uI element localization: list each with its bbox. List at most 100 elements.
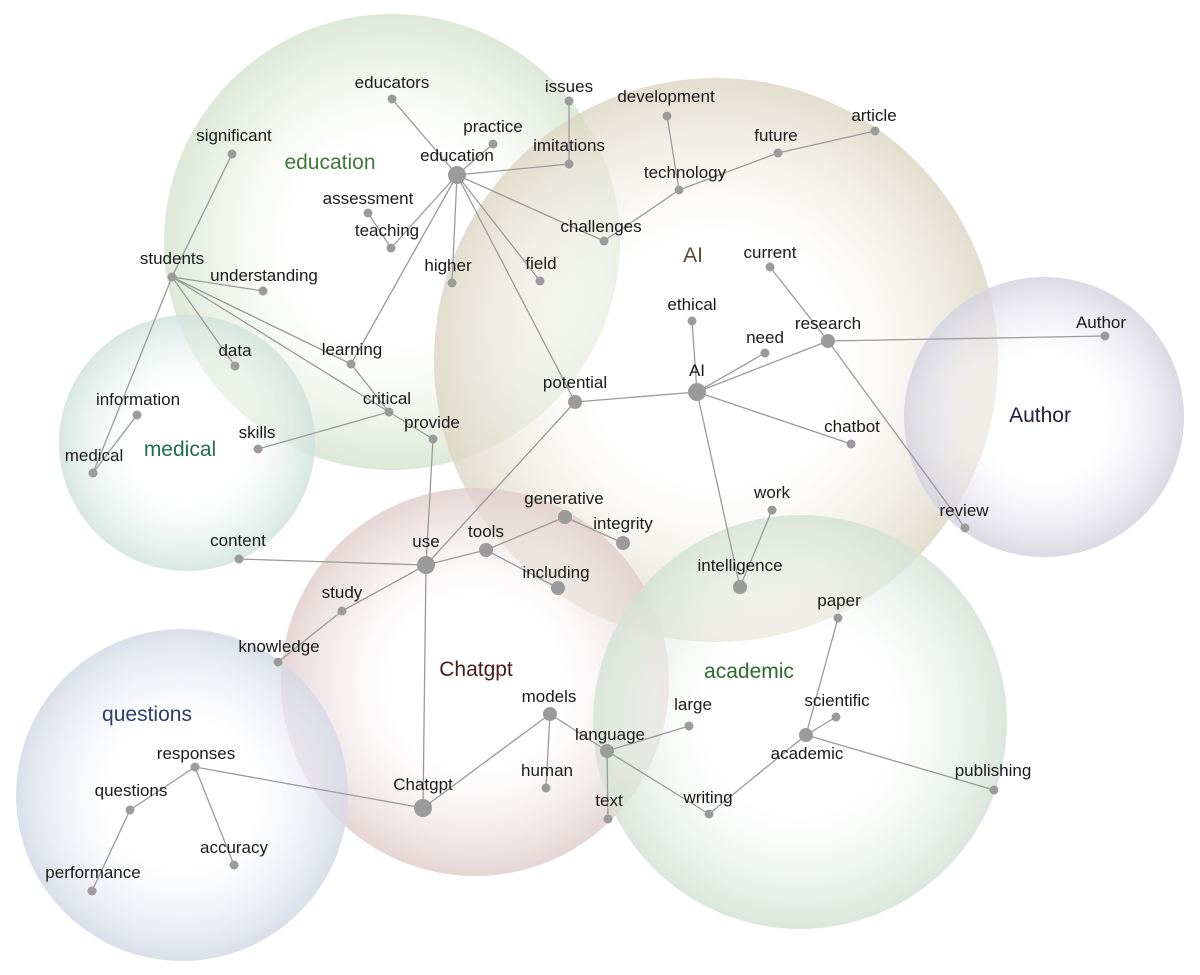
node-label-ai_n: AI — [689, 361, 705, 380]
cluster-label-academic: academic — [704, 660, 794, 683]
node-label-understanding: understanding — [210, 266, 318, 285]
edge-students-critical — [171, 276, 390, 413]
cluster-bubble-academic — [593, 515, 1007, 929]
node-label-educators: educators — [355, 73, 430, 92]
node-learning — [346, 359, 356, 369]
node-ethical — [687, 316, 697, 326]
node-label-use: use — [412, 532, 439, 551]
edge-ai_n-ethical — [691, 320, 698, 393]
edge-academic_n-paper — [805, 617, 839, 736]
edge-writing-academic_n — [708, 734, 807, 815]
node-practice — [488, 139, 498, 149]
edge-tools-including — [485, 549, 559, 589]
node-label-significant: significant — [196, 126, 272, 145]
edge-students-significant — [171, 153, 233, 278]
node-label-performance: performance — [45, 863, 140, 882]
node-label-human: human — [521, 761, 573, 780]
node-label-teaching: teaching — [355, 221, 419, 240]
node-label-research: research — [795, 314, 861, 333]
node-assessment — [363, 208, 373, 218]
node-medical_n — [88, 468, 98, 478]
node-including — [551, 581, 565, 595]
node-label-ethical: ethical — [667, 295, 716, 314]
node-challenges — [599, 236, 609, 246]
edges — [91, 98, 1106, 892]
node-label-medical_n: medical — [65, 446, 124, 465]
cluster-bubble-medical — [59, 315, 315, 571]
cluster-label-ai: AI — [683, 244, 703, 267]
node-need — [760, 348, 770, 358]
node-understanding — [258, 286, 268, 296]
cluster-label-chatgpt: Chatgpt — [439, 658, 513, 681]
node-label-models: models — [522, 687, 577, 706]
edge-education_n-potential — [456, 174, 576, 403]
nodes — [87, 94, 1110, 896]
cluster-label-medical: medical — [144, 438, 216, 461]
node-paper — [833, 613, 843, 623]
node-label-questions_n: questions — [95, 781, 168, 800]
node-technology — [674, 185, 684, 195]
cluster-bubble-questions — [16, 629, 348, 961]
node-research — [821, 334, 835, 348]
node-label-scientific: scientific — [804, 691, 870, 710]
node-label-responses: responses — [157, 744, 235, 763]
node-text — [603, 814, 613, 824]
edge-education_n-field — [456, 174, 541, 282]
edge-challenges-technology — [603, 189, 680, 242]
node-label-students: students — [140, 249, 204, 268]
node-teaching — [386, 243, 396, 253]
node-writing — [704, 809, 714, 819]
node-future — [773, 148, 783, 158]
node-label-development: development — [617, 87, 715, 106]
node-educators — [387, 94, 397, 104]
edge-students-understanding — [171, 276, 264, 292]
edge-students-medical_n — [92, 276, 173, 474]
node-label-large: large — [674, 695, 712, 714]
node-higher — [447, 278, 457, 288]
edge-use-tools — [425, 549, 487, 566]
node-label-tools: tools — [468, 522, 504, 541]
node-potential — [568, 395, 582, 409]
edge-education_n-learning — [350, 174, 458, 365]
node-label-education_n: education — [420, 146, 494, 165]
node-label-paper: paper — [817, 591, 861, 610]
edge-ai_n-intelligence — [696, 391, 741, 588]
node-tools — [479, 543, 493, 557]
edge-language-large — [606, 725, 690, 752]
edge-education_n-challenges — [456, 174, 605, 242]
node-label-accuracy: accuracy — [200, 838, 269, 857]
edge-ai_n-need — [696, 352, 766, 393]
node-label-field: field — [525, 254, 556, 273]
node-label-text: text — [595, 791, 623, 810]
node-label-need: need — [746, 328, 784, 347]
cluster-label-education: education — [284, 151, 375, 174]
node-work — [767, 505, 777, 515]
node-models — [543, 707, 557, 721]
node-development — [662, 111, 672, 121]
edge-students-learning — [171, 276, 352, 365]
node-label-chatgpt_n: Chatgpt — [393, 775, 453, 794]
node-label-chatbot: chatbot — [824, 417, 880, 436]
node-label-language: language — [575, 725, 645, 744]
node-label-study: study — [322, 583, 363, 602]
node-study — [337, 606, 347, 616]
node-label-integrity: integrity — [593, 514, 653, 533]
node-information — [132, 410, 142, 420]
node-label-information: information — [96, 390, 180, 409]
edge-education_n-imitations — [456, 163, 570, 176]
node-label-academic_n: academic — [771, 744, 844, 763]
edge-future-article — [777, 130, 876, 154]
node-field — [535, 276, 545, 286]
node-article — [870, 126, 880, 136]
edge-assessment-teaching — [367, 212, 392, 249]
node-chatgpt_n — [414, 799, 432, 817]
node-large — [684, 721, 694, 731]
node-questions_n — [125, 805, 135, 815]
edge-models-human — [545, 713, 551, 789]
node-students — [167, 272, 177, 282]
node-critical — [384, 407, 394, 417]
node-label-intelligence: intelligence — [697, 556, 782, 575]
edge-learning-critical — [350, 363, 390, 413]
